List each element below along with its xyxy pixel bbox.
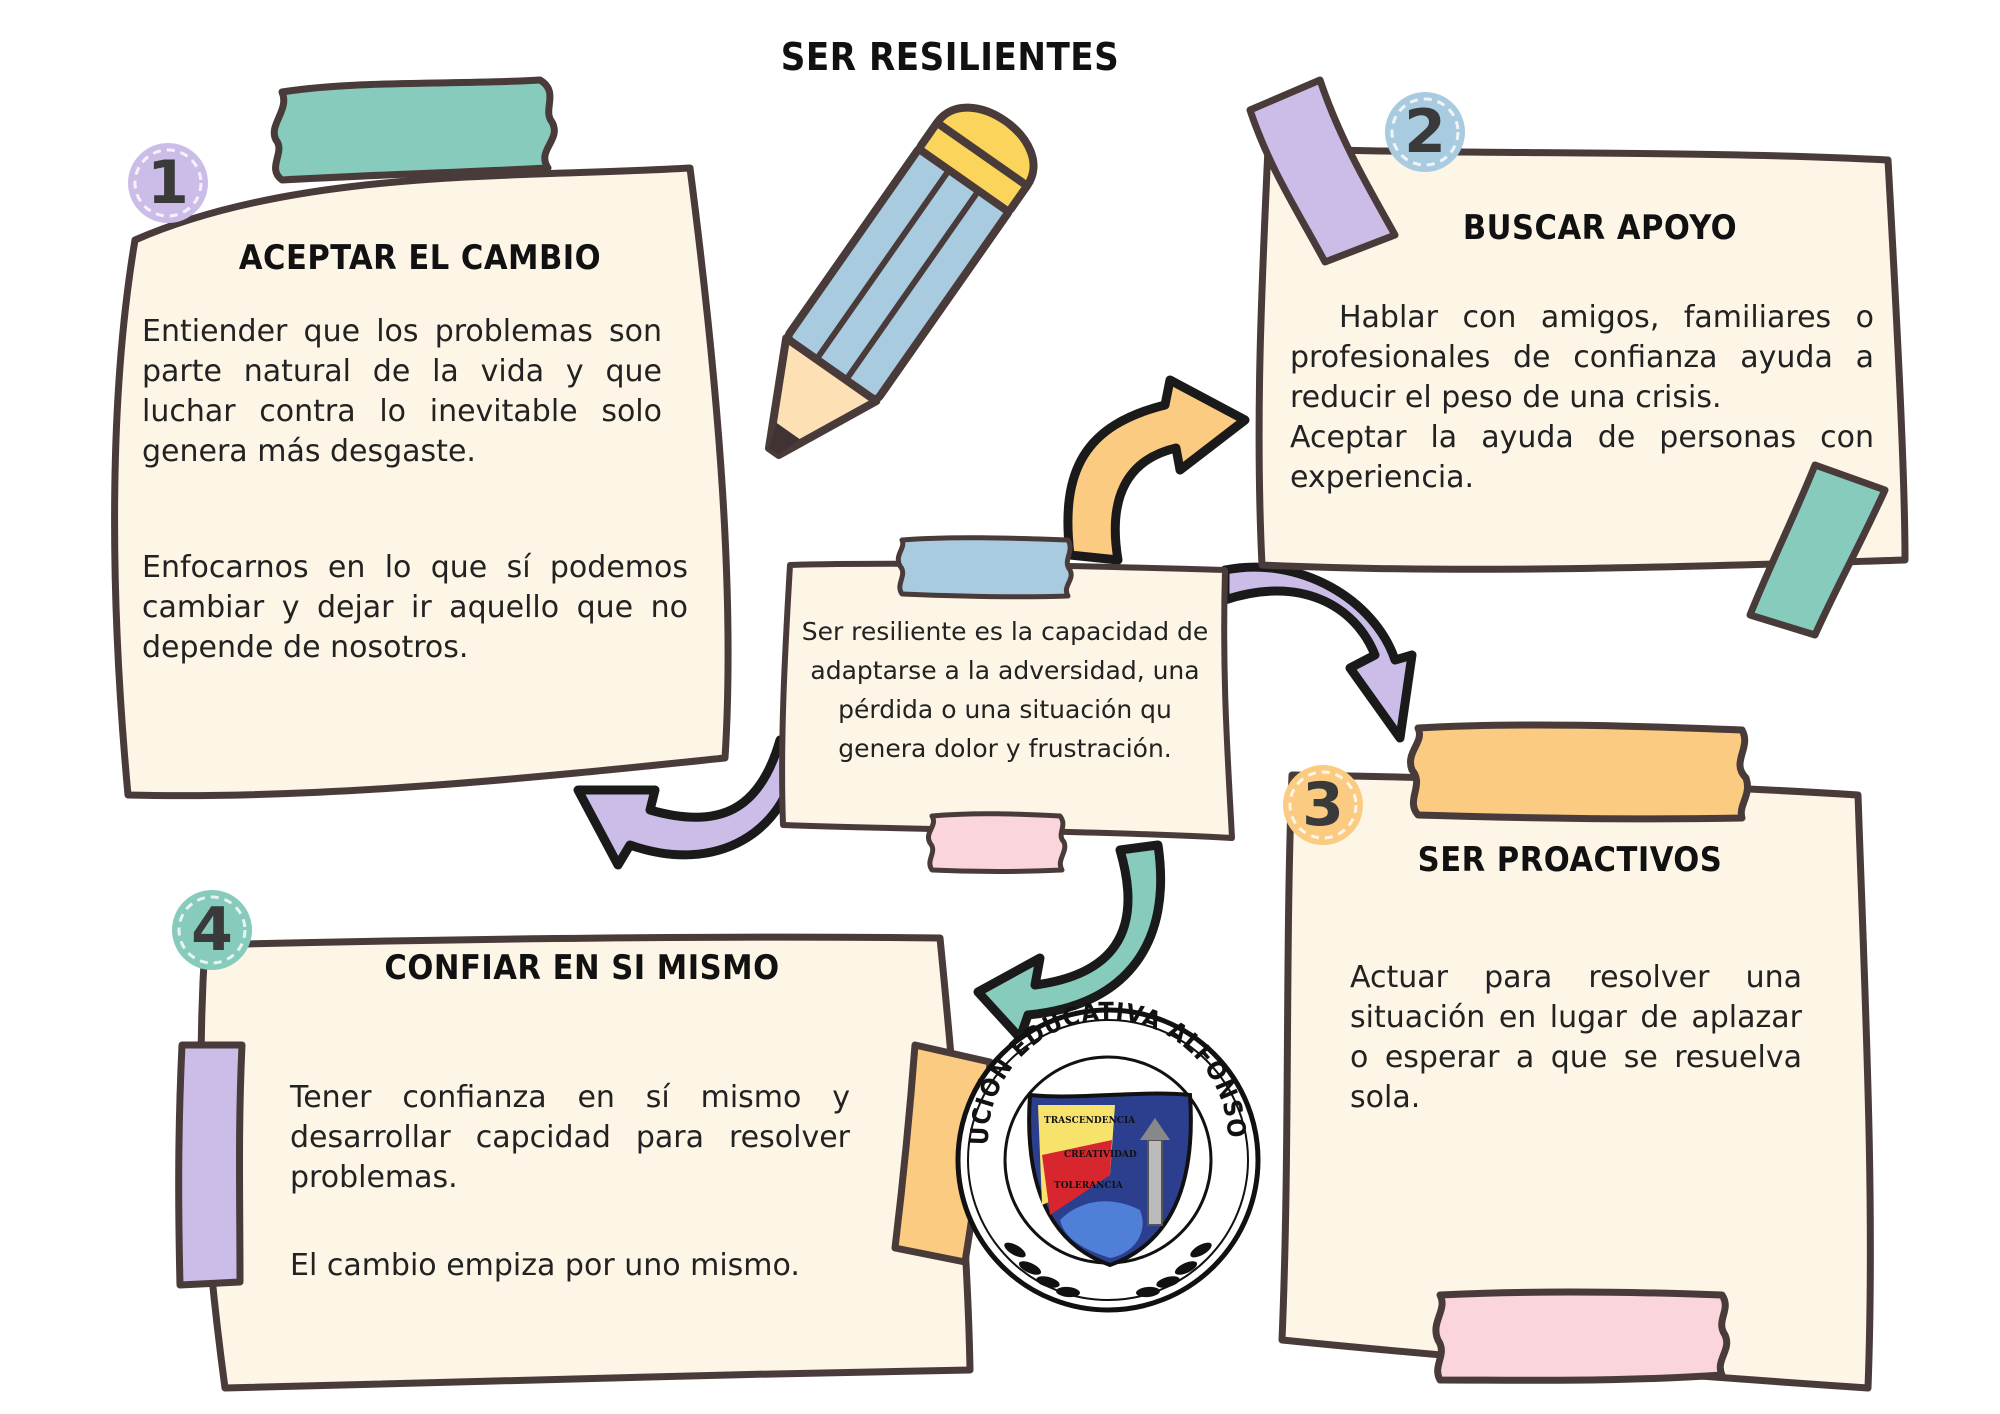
card-3-paragraph: Actuar para resolver una situación en lu… [1350,960,1802,1115]
card-2-paragraph-1: Hablar con amigos, familiares o profesio… [1290,300,1874,415]
page-title: SER RESILIENTES [780,35,1120,79]
card-4-number: 4 [191,895,233,965]
logo-value-2: CREATIVIDAD [1064,1150,1137,1160]
arrow-to-card-4 [973,840,1166,1043]
center-card-tape-top [895,535,1074,600]
card-4-title: CONFIAR EN SI MISMO [384,948,780,988]
card-3-paper [1278,721,1874,1392]
card-3-number: 3 [1302,770,1344,840]
card-3-tape-bottom [1432,1288,1731,1384]
card-1-paragraph-2: Enfocarnos en lo que sí podemos cambiar … [142,550,688,665]
laurel-icon [1004,1242,1212,1298]
card-2-title: BUSCAR APOYO [1462,208,1738,248]
card-4-paragraph-2: El cambio empiza por uno mismo. [290,1248,800,1283]
logo-value-1: TRASCENDENCIA [1044,1116,1136,1126]
card-1-number: 1 [147,148,189,218]
card-1-title: ACEPTAR EL CAMBIO [238,238,602,278]
card-4-paper [172,890,994,1392]
card-3-title: SER PROACTIVOS [1417,840,1723,880]
card-2-tape-top [1246,76,1399,266]
card-3-tape-top [1407,721,1751,823]
card-1-paper [111,76,732,800]
card-1-tape [270,76,558,184]
center-card-text: Ser resiliente es la capacidad de adapta… [801,617,1209,763]
arrow-to-card-2 [1063,375,1250,565]
card-2-paragraph-2: Aceptar la ayuda de personas con experie… [1290,420,1874,495]
card-4-paragraph-1: Tener confianza en sí mismo y desarrolla… [290,1080,850,1195]
card-4-tape-left [175,1041,246,1289]
card-2-paper [1246,76,1909,639]
card-2-number: 2 [1404,97,1446,167]
arrow-to-card-1 [573,735,805,870]
center-card-paper [779,535,1235,874]
card-2-tape-bottom [1746,461,1889,639]
card-1-paragraph-1: Entiender que los problemas son parte na… [142,314,662,469]
logo-value-3: TOLERANCIA [1054,1181,1124,1191]
center-card-tape-bottom [926,811,1068,874]
pencil-icon [764,103,1038,459]
arrow-to-card-3 [1220,562,1417,743]
